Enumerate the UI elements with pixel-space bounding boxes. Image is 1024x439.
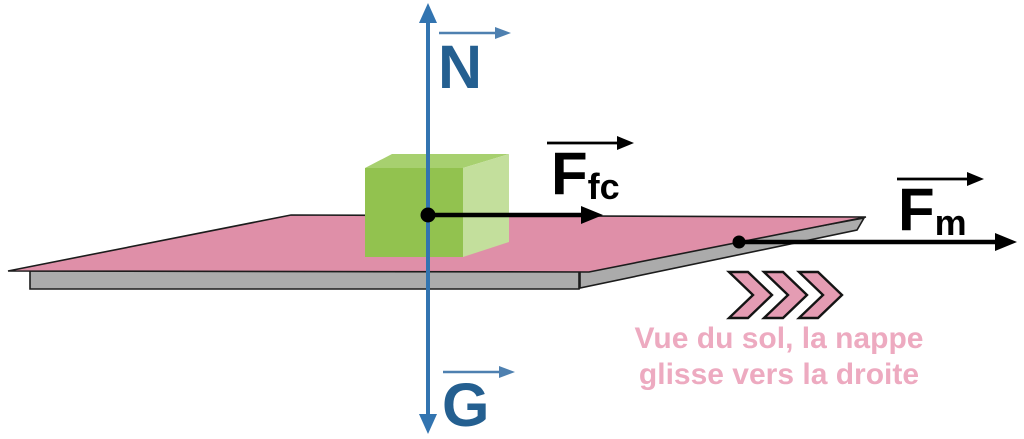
g-vector-arrow-icon: [443, 366, 515, 378]
chevron-right-icon: [796, 270, 844, 320]
label-pull-main: F: [898, 176, 935, 243]
cube-top-face: [365, 154, 509, 168]
fm-vector-arrow-icon: [897, 172, 984, 186]
cube: [365, 154, 509, 257]
arrowhead-down-icon: [419, 414, 437, 434]
caption-text: Vue du sol, la nappe glisse vers la droi…: [598, 321, 960, 393]
friction-force-arrow: [420, 206, 603, 224]
cube-front-face: [365, 168, 463, 257]
table-front-edge: [29, 270, 580, 290]
label-normal-force: N: [438, 33, 483, 101]
arrowhead-right-icon: [581, 206, 603, 224]
chevron-right-icon: [726, 270, 774, 320]
cube-right-face: [463, 154, 509, 257]
label-pull-subscript: m: [934, 202, 967, 243]
motion-chevrons: [726, 270, 844, 320]
cube-application-point: [420, 207, 436, 223]
n-vector-arrow-icon: [439, 27, 511, 39]
pull-force-arrow: [732, 233, 1017, 251]
arrowhead-right-icon: [995, 233, 1017, 251]
label-friction-subscript: fc: [587, 166, 620, 207]
arrowhead-up-icon: [419, 3, 437, 23]
label-friction-main: F: [551, 140, 588, 207]
table-board: [29, 216, 866, 290]
vector-bar-head: [499, 366, 515, 378]
caption-line2: glisse vers la droite: [638, 358, 920, 391]
vector-bar-head: [495, 27, 511, 39]
ffc-vector-arrow-icon: [547, 136, 634, 150]
vector-bar-head: [617, 136, 634, 150]
vector-bar-head: [967, 172, 984, 186]
caption-line1: Vue du sol, la nappe: [634, 322, 924, 355]
label-gravity-force: G: [442, 371, 490, 439]
chevron-right-icon: [761, 270, 809, 320]
cloth-application-point: [732, 235, 746, 249]
